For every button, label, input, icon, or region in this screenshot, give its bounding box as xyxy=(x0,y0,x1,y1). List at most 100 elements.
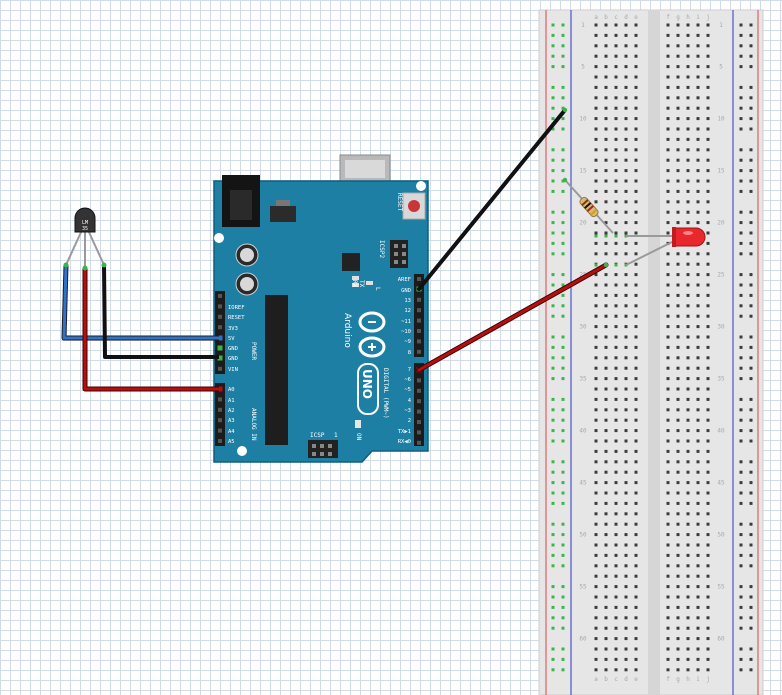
bb-rail-hole xyxy=(739,491,743,495)
header-socket[interactable] xyxy=(218,314,222,319)
bb-hole xyxy=(676,33,680,37)
bb-rail-hole xyxy=(561,54,565,58)
header-socket[interactable] xyxy=(417,339,421,344)
wire-gnd-breadboard-black[interactable] xyxy=(417,108,567,291)
reset-button-cap[interactable] xyxy=(408,200,420,212)
bb-hole xyxy=(686,96,690,100)
used-header-socket[interactable] xyxy=(217,335,223,341)
header-socket[interactable] xyxy=(417,430,421,435)
bb-hole xyxy=(686,408,690,412)
bb-rail-hole xyxy=(749,148,753,152)
bb-hole xyxy=(614,85,618,89)
bb-hole xyxy=(696,85,700,89)
bb-col-a-bottom: a xyxy=(594,676,598,683)
bb-hole xyxy=(634,345,638,349)
header-socket[interactable] xyxy=(218,304,222,309)
bb-hole xyxy=(614,293,618,297)
bb-hole xyxy=(634,491,638,495)
used-header-socket[interactable] xyxy=(217,345,223,351)
bb-hole xyxy=(624,553,628,557)
power-jack-inner xyxy=(230,190,252,220)
bb-rail-hole xyxy=(749,221,753,225)
bb-hole xyxy=(706,335,710,339)
bb-hole xyxy=(706,200,710,204)
bb-hole xyxy=(614,221,618,225)
header-socket[interactable] xyxy=(417,378,421,383)
bb-hole xyxy=(634,387,638,391)
header-socket[interactable] xyxy=(417,388,421,393)
header-socket[interactable] xyxy=(218,397,222,402)
bb-hole xyxy=(706,75,710,79)
bb-hole xyxy=(696,418,700,422)
used-header-socket[interactable] xyxy=(217,386,223,392)
header-socket[interactable] xyxy=(218,439,222,443)
header-socket[interactable] xyxy=(417,308,421,313)
resistor-top-connection xyxy=(562,177,568,183)
bb-hole xyxy=(676,470,680,474)
header-socket[interactable] xyxy=(417,277,421,281)
header-socket[interactable] xyxy=(218,366,222,371)
wire-a0-red[interactable] xyxy=(83,268,219,391)
bb-hole xyxy=(594,439,598,443)
icsp2-label: ICSP2 xyxy=(378,240,385,258)
header-socket[interactable] xyxy=(218,407,222,412)
bb-hole xyxy=(624,221,628,225)
bb-hole xyxy=(614,54,618,58)
bb-hole xyxy=(634,574,638,578)
bb-rail-hole xyxy=(749,127,753,131)
bb-hole xyxy=(594,85,598,89)
bb-hole xyxy=(614,44,618,48)
bb-rail-hole xyxy=(561,366,565,370)
bb-hole xyxy=(676,221,680,225)
header-socket[interactable] xyxy=(417,329,421,333)
bb-col-i-top: i xyxy=(696,14,700,21)
header-socket[interactable] xyxy=(417,440,421,445)
header-socket[interactable] xyxy=(417,297,421,302)
bb-hole xyxy=(604,44,608,48)
bb-hole xyxy=(696,366,700,370)
bb-hole xyxy=(634,117,638,121)
bb-hole xyxy=(624,533,628,537)
bb-hole xyxy=(696,148,700,152)
header-socket[interactable] xyxy=(218,294,222,298)
bb-hole xyxy=(696,429,700,433)
bb-hole xyxy=(634,44,638,48)
bb-hole xyxy=(706,616,710,620)
bb-hole xyxy=(696,325,700,329)
bb-hole xyxy=(686,626,690,630)
bb-hole xyxy=(624,501,628,505)
bb-rail-hole xyxy=(739,314,743,318)
bb-hole xyxy=(624,356,628,360)
header-socket[interactable] xyxy=(417,318,421,323)
bb-col-b-top: b xyxy=(604,14,608,21)
wire-gnd-black[interactable] xyxy=(102,264,219,359)
lm35-temperature-sensor[interactable]: LM 35 xyxy=(65,207,105,268)
header-socket[interactable] xyxy=(218,325,222,330)
bb-rail-hole xyxy=(749,210,753,214)
pin-label-rx0: RX◀0 xyxy=(398,439,411,445)
bb-hole xyxy=(706,23,710,27)
header-socket[interactable] xyxy=(218,428,222,433)
bb-row-number: 45 xyxy=(579,480,587,487)
resistor[interactable] xyxy=(564,179,614,234)
header-socket[interactable] xyxy=(417,409,421,414)
bb-hole xyxy=(686,657,690,661)
bb-rail-hole xyxy=(561,158,565,162)
bb-rail-hole xyxy=(551,408,555,412)
used-header-socket[interactable] xyxy=(217,355,223,361)
header-socket[interactable] xyxy=(417,420,421,424)
bb-hole xyxy=(604,585,608,589)
bb-rail-hole xyxy=(749,585,753,589)
red-led[interactable] xyxy=(625,227,706,266)
wire-5v-blue[interactable] xyxy=(62,264,219,340)
header-socket[interactable] xyxy=(417,349,421,354)
wire-pin7-red[interactable] xyxy=(417,263,608,372)
header-socket[interactable] xyxy=(218,418,222,423)
bb-hole xyxy=(634,418,638,422)
bb-hole xyxy=(634,564,638,568)
bb-rail-hole xyxy=(739,657,743,661)
bb-row-number: 40 xyxy=(579,428,587,435)
bb-rail-hole xyxy=(561,595,565,599)
header-socket[interactable] xyxy=(417,399,421,404)
pin-label-reset: RESET xyxy=(228,315,245,321)
